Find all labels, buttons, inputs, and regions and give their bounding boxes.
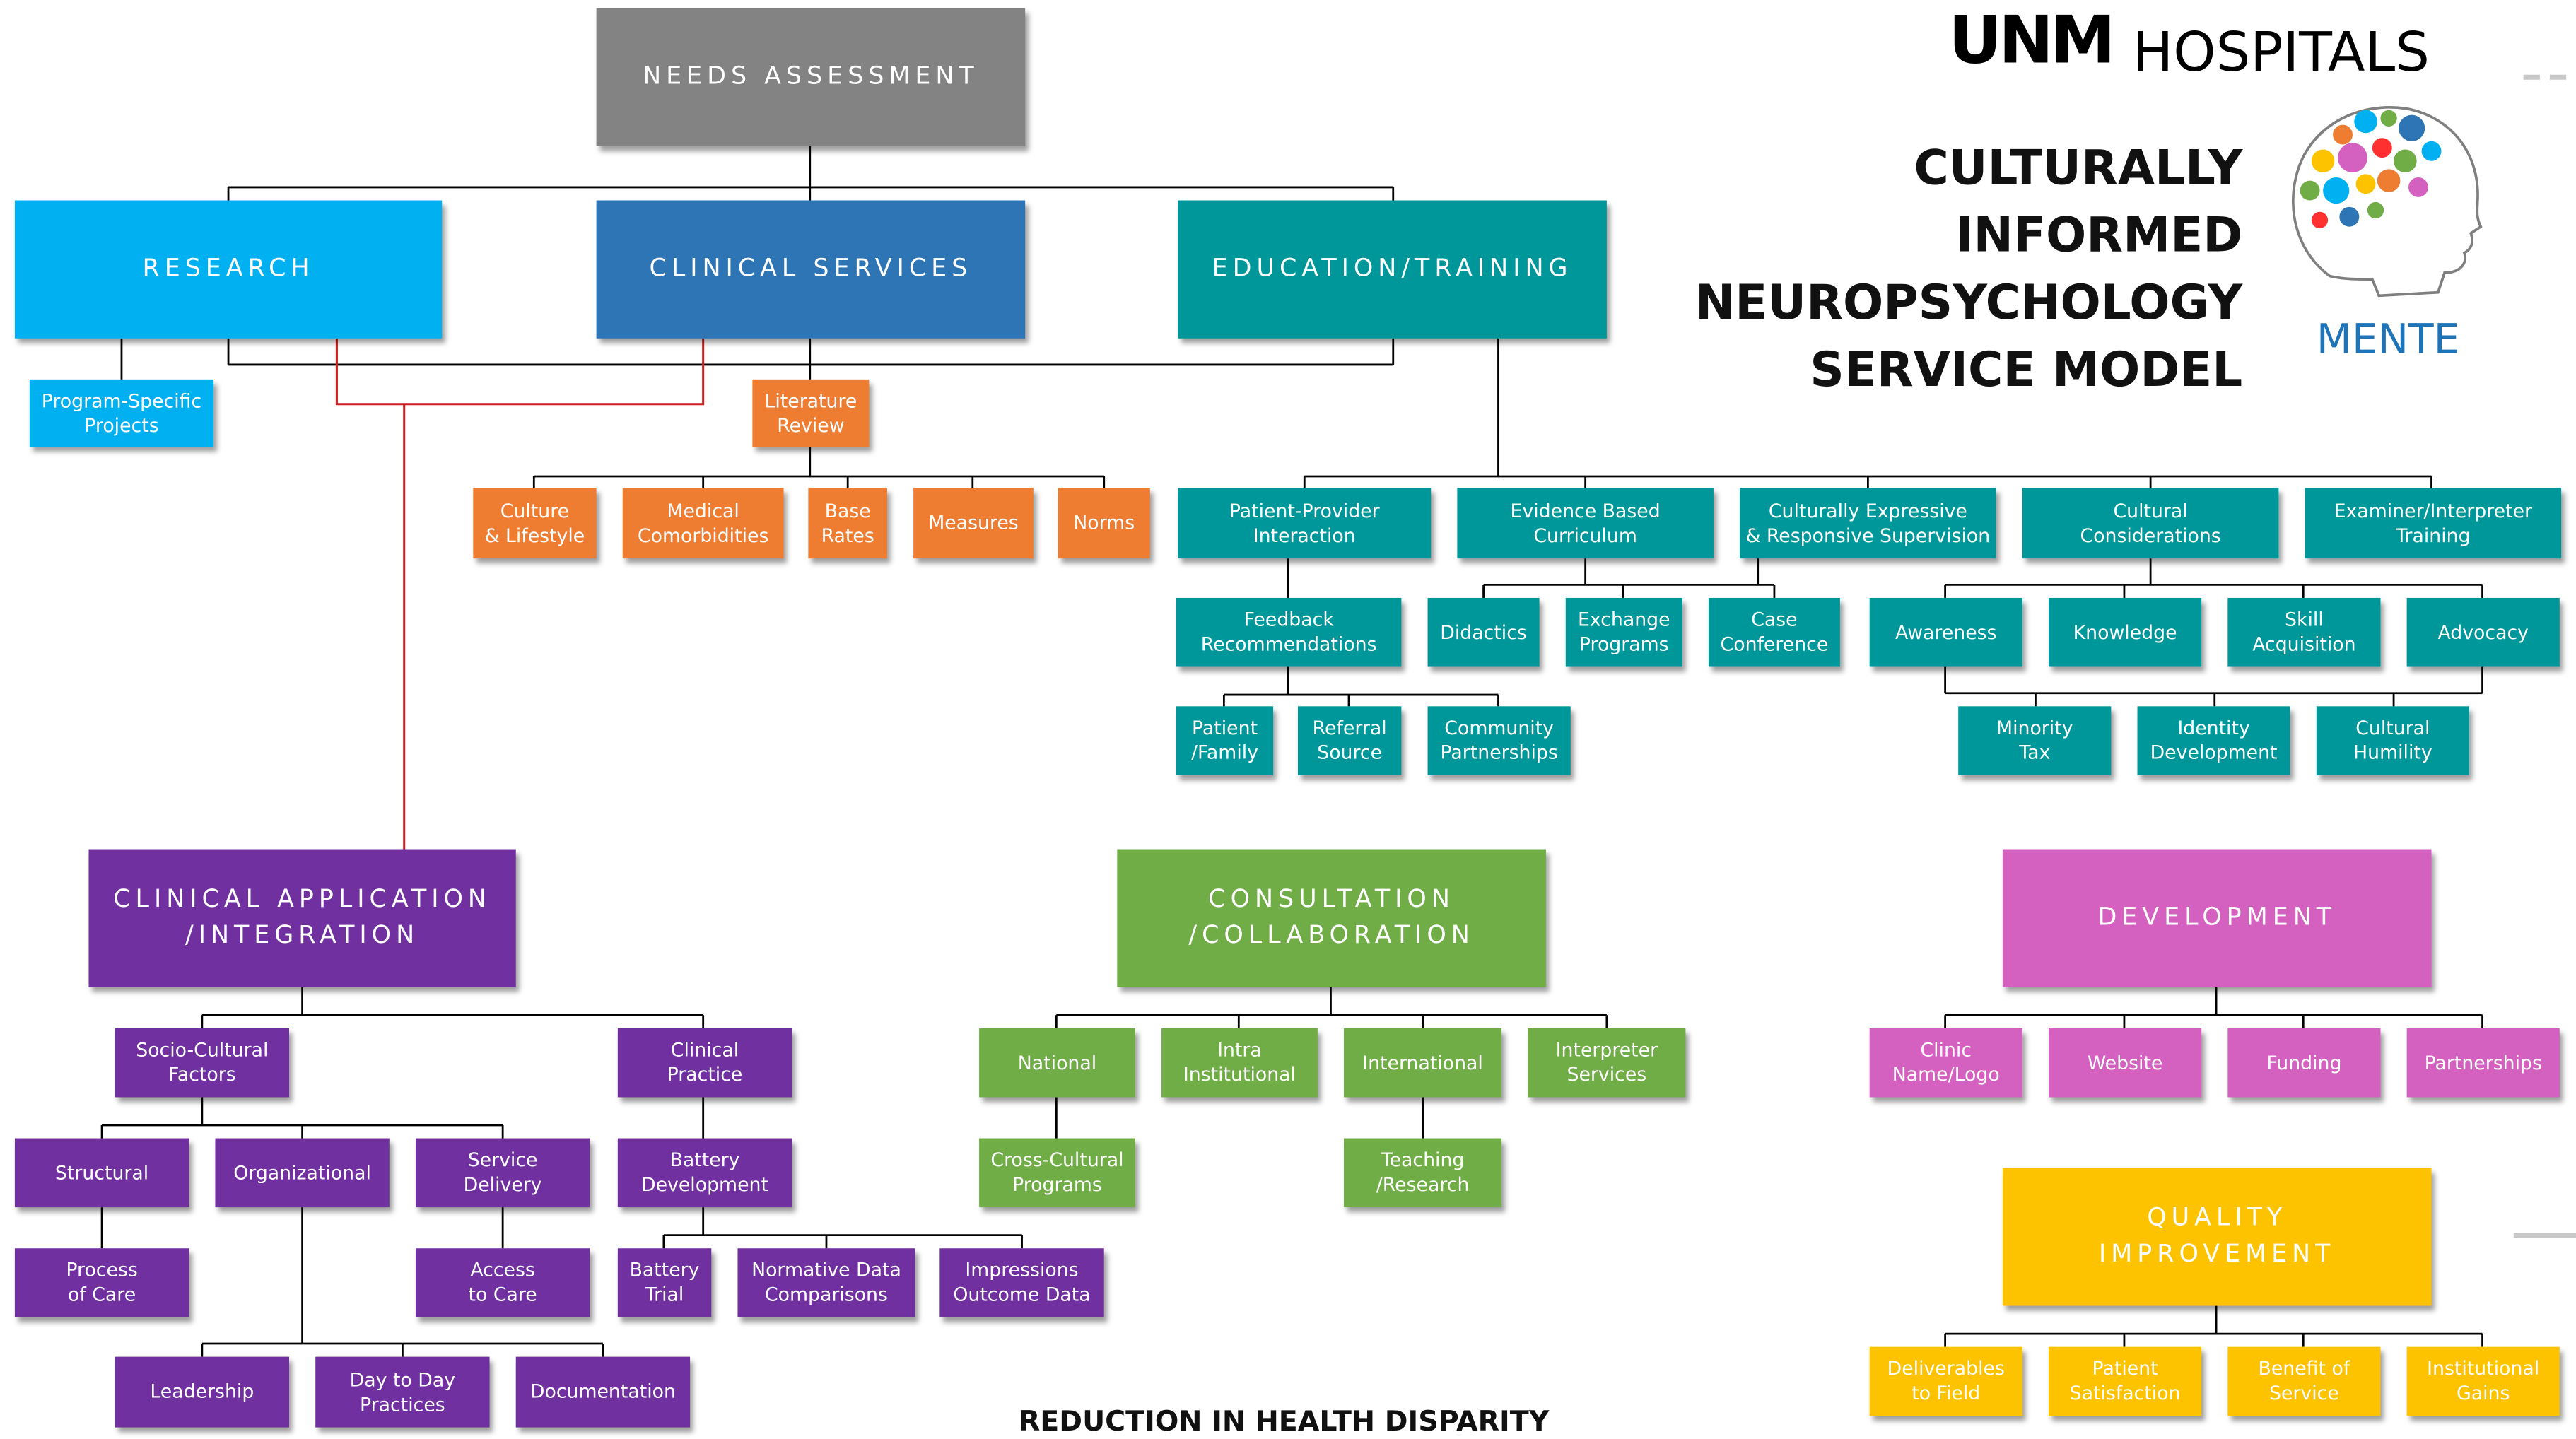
funding-box[interactable]: Funding [2227,1028,2381,1098]
cultural-considerations-box[interactable]: Cultural Considerations [2022,488,2279,559]
culturally-expressive-supervision-box[interactable]: Culturally Expressive & Responsive Super… [1740,488,1996,559]
documentation-box[interactable]: Documentation [515,1356,691,1428]
clinic-name-logo-box[interactable]: Clinic Name/Logo [1869,1028,2022,1098]
patient-family-box[interactable]: Patient /Family [1176,706,1274,775]
case-conference-box[interactable]: Case Conference [1708,597,1840,667]
brain-head-icon [2292,106,2483,298]
identity-development-box[interactable]: Identity Development [2137,706,2290,775]
cultural-humility-box[interactable]: Cultural Humility [2316,706,2469,775]
medical-comorbidities-box[interactable]: Medical Comorbidities [622,488,784,559]
cross-cultural-programs-box[interactable]: Cross-Cultural Programs [979,1138,1135,1208]
structural-box[interactable]: Structural [14,1138,189,1208]
clinical-application-box[interactable]: CLINICAL APPLICATION /INTEGRATION [88,849,516,987]
clinical-services-box[interactable]: CLINICAL SERVICES [596,200,1026,339]
organizational-box[interactable]: Organizational [215,1138,390,1208]
didactics-box[interactable]: Didactics [1427,597,1540,667]
minority-tax-box[interactable]: Minority Tax [1958,706,2112,775]
deliverables-to-field-box[interactable]: Deliverables to Field [1869,1346,2022,1416]
culture-lifestyle-box[interactable]: Culture & Lifestyle [473,488,597,559]
process-of-care-box[interactable]: Process of Care [14,1248,189,1317]
normative-data-comparisons-box[interactable]: Normative Data Comparisons [737,1248,915,1317]
website-box[interactable]: Website [2049,1028,2202,1098]
advocacy-box[interactable]: Advocacy [2406,597,2560,667]
needs-assessment-box[interactable]: NEEDS ASSESSMENT [596,8,1026,146]
measures-box[interactable]: Measures [913,488,1034,559]
community-partnerships-box[interactable]: Community Partnerships [1427,706,1571,775]
benefit-of-service-box[interactable]: Benefit of Service [2227,1346,2381,1416]
base-rates-box[interactable]: Base Rates [808,488,887,559]
patient-satisfaction-box[interactable]: Patient Satisfaction [2049,1346,2202,1416]
hospitals-label: HOSPITALS [2132,19,2430,84]
feedback-recommendations-box[interactable]: Feedback Recommendations [1176,597,1402,667]
partnerships-box[interactable]: Partnerships [2406,1028,2560,1098]
awareness-box[interactable]: Awareness [1869,597,2022,667]
service-delivery-box[interactable]: Service Delivery [415,1138,590,1208]
footer-caption: REDUCTION IN HEALTH DISPARITY [1018,1406,1550,1439]
title-line-2: NEUROPSYCHOLOGY [1694,274,2243,331]
knowledge-box[interactable]: Knowledge [2049,597,2202,667]
battery-trial-box[interactable]: Battery Trial [617,1248,712,1317]
clinical-practice-box[interactable]: Clinical Practice [617,1028,792,1098]
skill-acquisition-box[interactable]: Skill Acquisition [2227,597,2381,667]
national-box[interactable]: National [979,1028,1135,1098]
socio-cultural-factors-box[interactable]: Socio-Cultural Factors [115,1028,290,1098]
norms-box[interactable]: Norms [1058,488,1150,559]
battery-development-box[interactable]: Battery Development [617,1138,792,1208]
exchange-programs-box[interactable]: Exchange Programs [1565,597,1682,667]
consultation-collaboration-box[interactable]: CONSULTATION /COLLABORATION [1117,849,1546,987]
page-title: CULTURALLY INFORMED NEUROPSYCHOLOGY SERV… [1627,135,2243,404]
research-box[interactable]: RESEARCH [14,200,443,339]
development-box[interactable]: DEVELOPMENT [2002,849,2432,987]
title-line-1: CULTURALLY INFORMED [1914,139,2243,263]
international-box[interactable]: International [1344,1028,1502,1098]
institutional-gains-box[interactable]: Institutional Gains [2406,1346,2560,1416]
leadership-box[interactable]: Leadership [115,1356,290,1428]
examiner-interpreter-training-box[interactable]: Examiner/Interpreter Training [2305,488,2562,559]
referral-source-box[interactable]: Referral Source [1297,706,1402,775]
mente-label: MENTE [2316,315,2460,363]
impressions-outcome-data-box[interactable]: Impressions Outcome Data [939,1248,1104,1317]
patient-provider-box[interactable]: Patient-Provider Interaction [1178,488,1432,559]
red-connector-line [335,338,705,406]
quality-improvement-box[interactable]: QUALITY IMPROVEMENT [2002,1168,2432,1306]
interpreter-services-box[interactable]: Interpreter Services [1528,1028,1686,1098]
education-training-box[interactable]: EDUCATION/TRAINING [1178,200,1607,339]
title-line-3: SERVICE MODEL [1810,341,2243,398]
teaching-research-box[interactable]: Teaching /Research [1344,1138,1502,1208]
intra-institutional-box[interactable]: Intra Institutional [1161,1028,1318,1098]
program-specific-projects-box[interactable]: Program-Specific Projects [29,379,214,447]
access-to-care-box[interactable]: Access to Care [415,1248,590,1317]
unm-logo: UNM [1948,3,2115,79]
literature-review-box[interactable]: Literature Review [752,379,870,447]
day-to-day-practices-box[interactable]: Day to Day Practices [315,1356,490,1428]
evidence-based-curriculum-box[interactable]: Evidence Based Curriculum [1457,488,1714,559]
